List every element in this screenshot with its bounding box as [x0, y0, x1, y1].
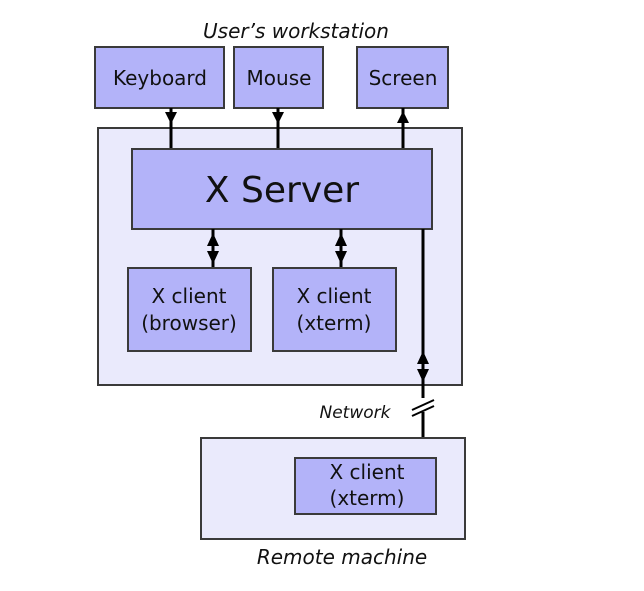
mouse-to-server-arrow: [272, 108, 284, 150]
x-server-box: X Server: [131, 148, 433, 230]
keyboard-box: Keyboard: [94, 46, 225, 109]
x-client-xterm-local-line2: (xterm): [297, 311, 372, 335]
x-client-xterm-remote-line1: X client: [330, 460, 405, 484]
x-client-browser-box: X client (browser): [127, 267, 252, 352]
network-label: Network: [320, 403, 392, 423]
server-to-screen-arrow: [397, 108, 409, 150]
screen-box: Screen: [356, 46, 449, 109]
x-client-xterm-local-line1: X client: [297, 284, 372, 308]
x-client-xterm-remote-line2: (xterm): [330, 486, 405, 510]
x-client-browser-line1: X client: [152, 284, 227, 308]
screen-label: Screen: [369, 66, 438, 90]
server-browser-bidirectional-arrow: [207, 229, 219, 268]
remote-machine-label: Remote machine: [257, 545, 427, 569]
x-client-xterm-local-box: X client (xterm): [272, 267, 397, 352]
x-server-label: X Server: [205, 170, 359, 211]
network-break-icon: [411, 399, 435, 417]
keyboard-to-server-arrow: [165, 108, 177, 150]
workstation-label: User’s workstation: [203, 19, 389, 43]
mouse-box: Mouse: [233, 46, 324, 109]
x-client-browser-line2: (browser): [141, 311, 237, 335]
x-client-xterm-remote-box: X client (xterm): [294, 457, 437, 515]
mouse-label: Mouse: [247, 66, 312, 90]
server-xterm-bidirectional-arrow: [335, 229, 347, 268]
keyboard-label: Keyboard: [113, 66, 207, 90]
